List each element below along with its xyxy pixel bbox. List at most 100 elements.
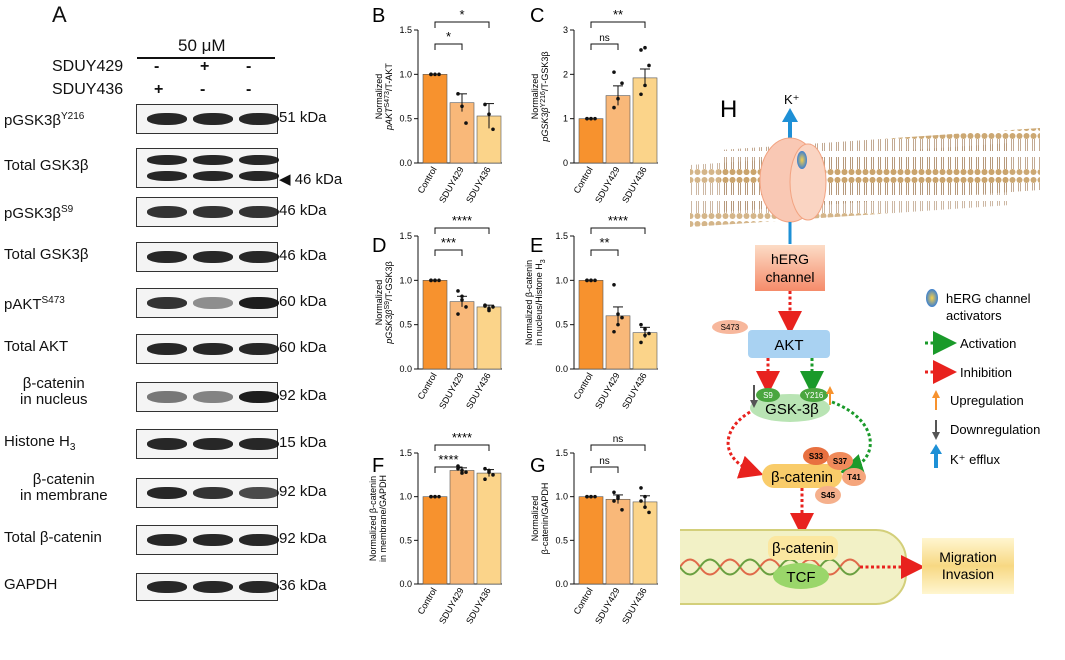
data-point — [593, 494, 597, 499]
blot-label-line2: in membrane — [20, 487, 108, 504]
blot-label-text: Total GSK3β — [4, 246, 89, 263]
y-tick-label: 2 — [563, 69, 568, 79]
s9-site — [756, 388, 780, 402]
cell-membrane — [690, 128, 1040, 227]
x-tick-label: SDUY436 — [620, 165, 649, 205]
significance-bracket — [434, 444, 490, 451]
sign-sduy429-3: - — [246, 58, 252, 75]
chart-letter-C: C — [530, 5, 544, 27]
blot-band — [147, 391, 187, 403]
bar-sduy429 — [605, 498, 631, 585]
y-axis-label-line1: Normalized β-catenin — [368, 476, 378, 561]
y216-to-t41-activation-arrow — [831, 400, 872, 477]
chart-letter-G: G — [530, 455, 546, 477]
tcf-node — [773, 563, 829, 589]
herg-box-line1: hERG — [771, 251, 809, 267]
y-axis-label-line2: pGSK3βY216/T-GSK3β — [540, 51, 550, 142]
panel-a-letter: A — [52, 2, 67, 27]
data-point — [620, 507, 624, 512]
significance-label: ns — [599, 456, 610, 467]
bar-sduy429 — [449, 301, 475, 370]
blot-label-superscript: Y216 — [61, 111, 85, 122]
blot-kda-3: 46 kDa — [279, 202, 327, 219]
blot-band — [239, 206, 279, 218]
y-tick-label: 0.0 — [555, 364, 568, 374]
legend-downregulation-arrow-icon — [932, 420, 940, 440]
data-point — [464, 305, 468, 309]
data-point — [429, 72, 433, 77]
blot-band — [193, 297, 233, 309]
data-point — [639, 322, 643, 327]
blot-image-5 — [136, 288, 279, 318]
activator-icon — [797, 151, 807, 169]
data-point — [639, 340, 643, 345]
data-point — [460, 471, 464, 475]
blot-band — [193, 391, 233, 403]
blot-kda-10: 92 kDa — [279, 530, 327, 547]
treatment-name-sduy436: SDUY436 — [52, 81, 124, 98]
y-axis-label-line2: pAKTS473/T-AKT — [384, 63, 394, 131]
data-point — [643, 45, 647, 50]
y-tick-label: 1.0 — [555, 492, 568, 502]
blot-band — [193, 487, 233, 499]
kplus-label: K⁺ — [784, 92, 800, 107]
data-point — [616, 322, 620, 327]
bcatenin-node — [762, 464, 842, 488]
data-point — [639, 486, 643, 490]
y-tick-label: 0.5 — [399, 535, 412, 545]
significance-bracket — [590, 466, 619, 473]
data-point — [487, 308, 491, 313]
blot-band — [147, 251, 187, 263]
blot-label-text: pGSK3β — [4, 205, 61, 222]
bcatenin-label: β-catenin — [771, 469, 833, 486]
data-point — [585, 278, 589, 283]
bar-control — [578, 118, 604, 164]
x-tick-label: Control — [572, 371, 595, 401]
y-tick-label: 0 — [563, 158, 568, 168]
blot-band — [147, 113, 187, 125]
data-point — [612, 282, 616, 287]
s9-label: S9 — [763, 391, 773, 400]
chart-letter-D: D — [372, 235, 386, 257]
blot-band — [193, 343, 233, 355]
blot-label-text: pGSK3β — [4, 112, 61, 129]
treatment-name-sduy429: SDUY429 — [52, 58, 124, 75]
y-axis-label-line1: Normalized — [374, 280, 384, 326]
bar-control — [578, 496, 604, 585]
bar-sduy429 — [449, 102, 475, 164]
data-point — [491, 305, 495, 309]
data-point — [433, 72, 437, 77]
s45-label: S45 — [821, 491, 836, 500]
data-point — [585, 494, 589, 499]
data-point — [612, 499, 616, 503]
herg-box-line2: channel — [765, 269, 814, 285]
x-tick-label: SDUY436 — [620, 371, 649, 411]
blot-band — [193, 438, 233, 450]
dose-line — [137, 57, 275, 59]
significance-label: ns — [599, 33, 610, 44]
y-axis-label-line2: β-catenin/GAPDH — [540, 483, 550, 555]
blot-band — [239, 297, 279, 309]
significance-label: ** — [613, 7, 623, 22]
data-point — [483, 477, 487, 482]
data-point — [647, 510, 651, 515]
bar-control — [422, 280, 448, 370]
blot-kda-1: 51 kDa — [279, 109, 327, 126]
data-point — [460, 298, 464, 302]
y-tick-label: 1.0 — [399, 275, 412, 285]
outcome-line1: Migration — [939, 549, 997, 565]
blot-band — [239, 155, 279, 165]
significance-bracket — [590, 444, 646, 451]
blot-kda-7: 92 kDa — [279, 387, 327, 404]
x-tick-label: SDUY436 — [464, 371, 493, 411]
significance-bracket — [434, 466, 463, 473]
blot-label-line2: in nucleus — [20, 391, 88, 408]
data-point — [483, 102, 487, 107]
legend-efflux-arrow-icon — [930, 444, 942, 468]
data-point — [612, 490, 616, 495]
data-point — [589, 494, 593, 499]
t41-site — [842, 468, 866, 486]
blot-label-text: Histone H — [4, 433, 70, 450]
blot-band — [147, 171, 187, 181]
